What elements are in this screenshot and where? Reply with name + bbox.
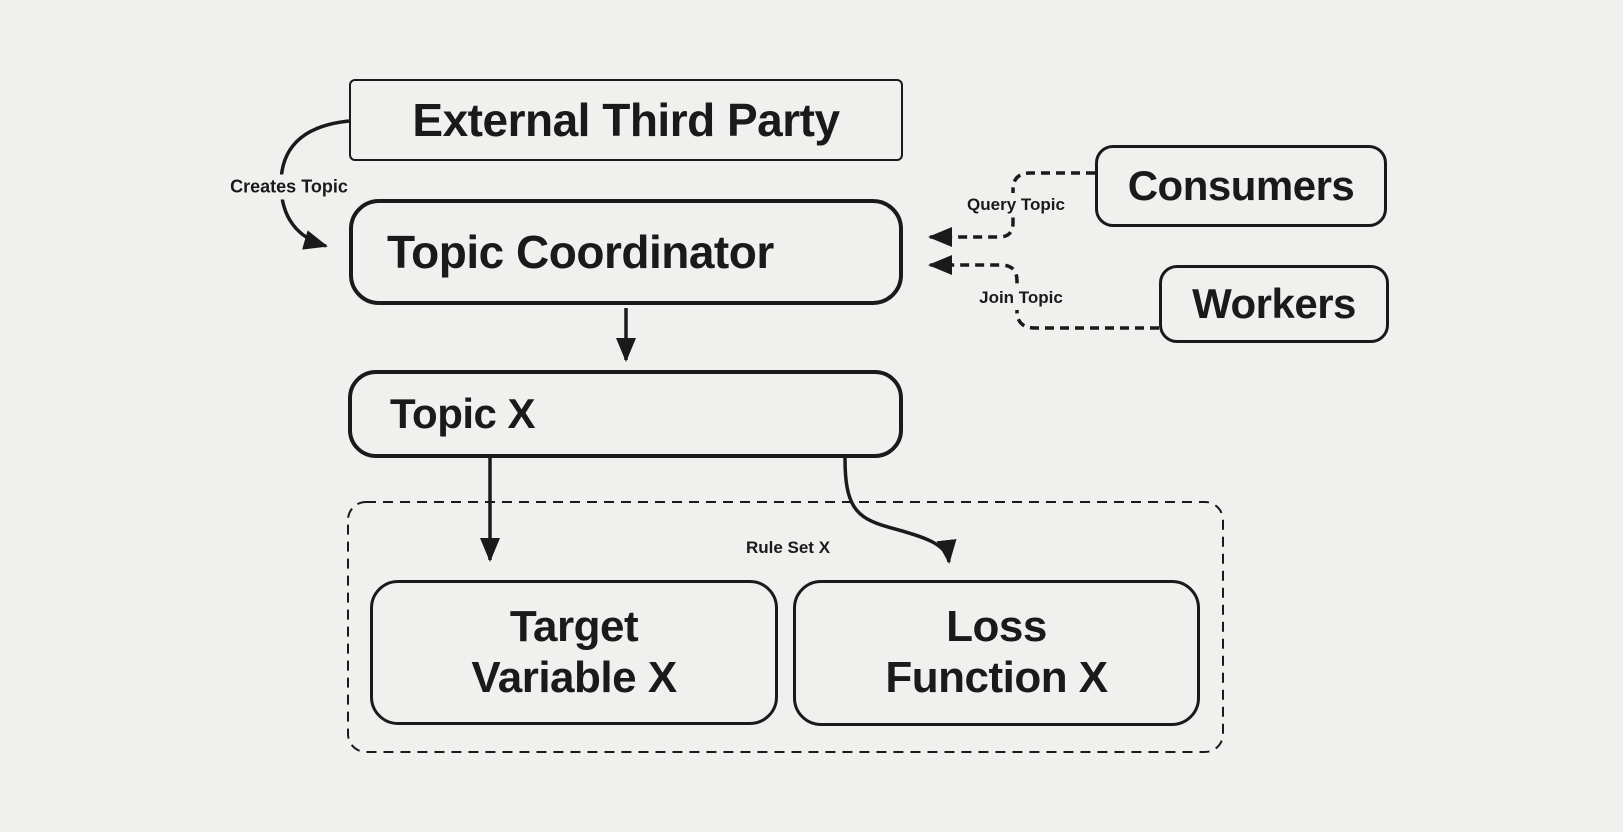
node-topic-coordinator: Topic Coordinator <box>349 199 903 305</box>
node-topic-x: Topic X <box>348 370 903 458</box>
rule-set-container <box>347 501 1224 753</box>
edge-label-creates-topic: Creates Topic <box>224 174 354 200</box>
rule-set-x-label: Rule Set X <box>739 536 837 560</box>
node-topic-coordinator-label: Topic Coordinator <box>387 225 774 278</box>
node-consumers: Consumers <box>1095 145 1387 227</box>
edge-label-join-topic: Join Topic <box>973 286 1069 310</box>
node-loss-function-x: Loss Function X <box>793 580 1200 726</box>
node-workers: Workers <box>1159 265 1389 343</box>
node-target-variable-x: Target Variable X <box>370 580 778 725</box>
topicx-to-loss-arrow <box>843 457 957 564</box>
node-target-variable-x-line2: Variable X <box>471 652 677 702</box>
node-topic-x-label: Topic X <box>390 389 536 437</box>
node-loss-function-x-line2: Function X <box>885 653 1108 702</box>
node-external-third-party: External Third Party <box>349 79 903 161</box>
node-workers-label: Workers <box>1192 279 1356 327</box>
node-target-variable-x-line1: Target <box>509 601 639 651</box>
node-consumers-label: Consumers <box>1127 161 1355 209</box>
edge-label-query-topic: Query Topic <box>961 193 1071 217</box>
node-loss-function-x-line1: Loss <box>946 602 1047 652</box>
node-external-third-party-label: External Third Party <box>412 93 840 146</box>
